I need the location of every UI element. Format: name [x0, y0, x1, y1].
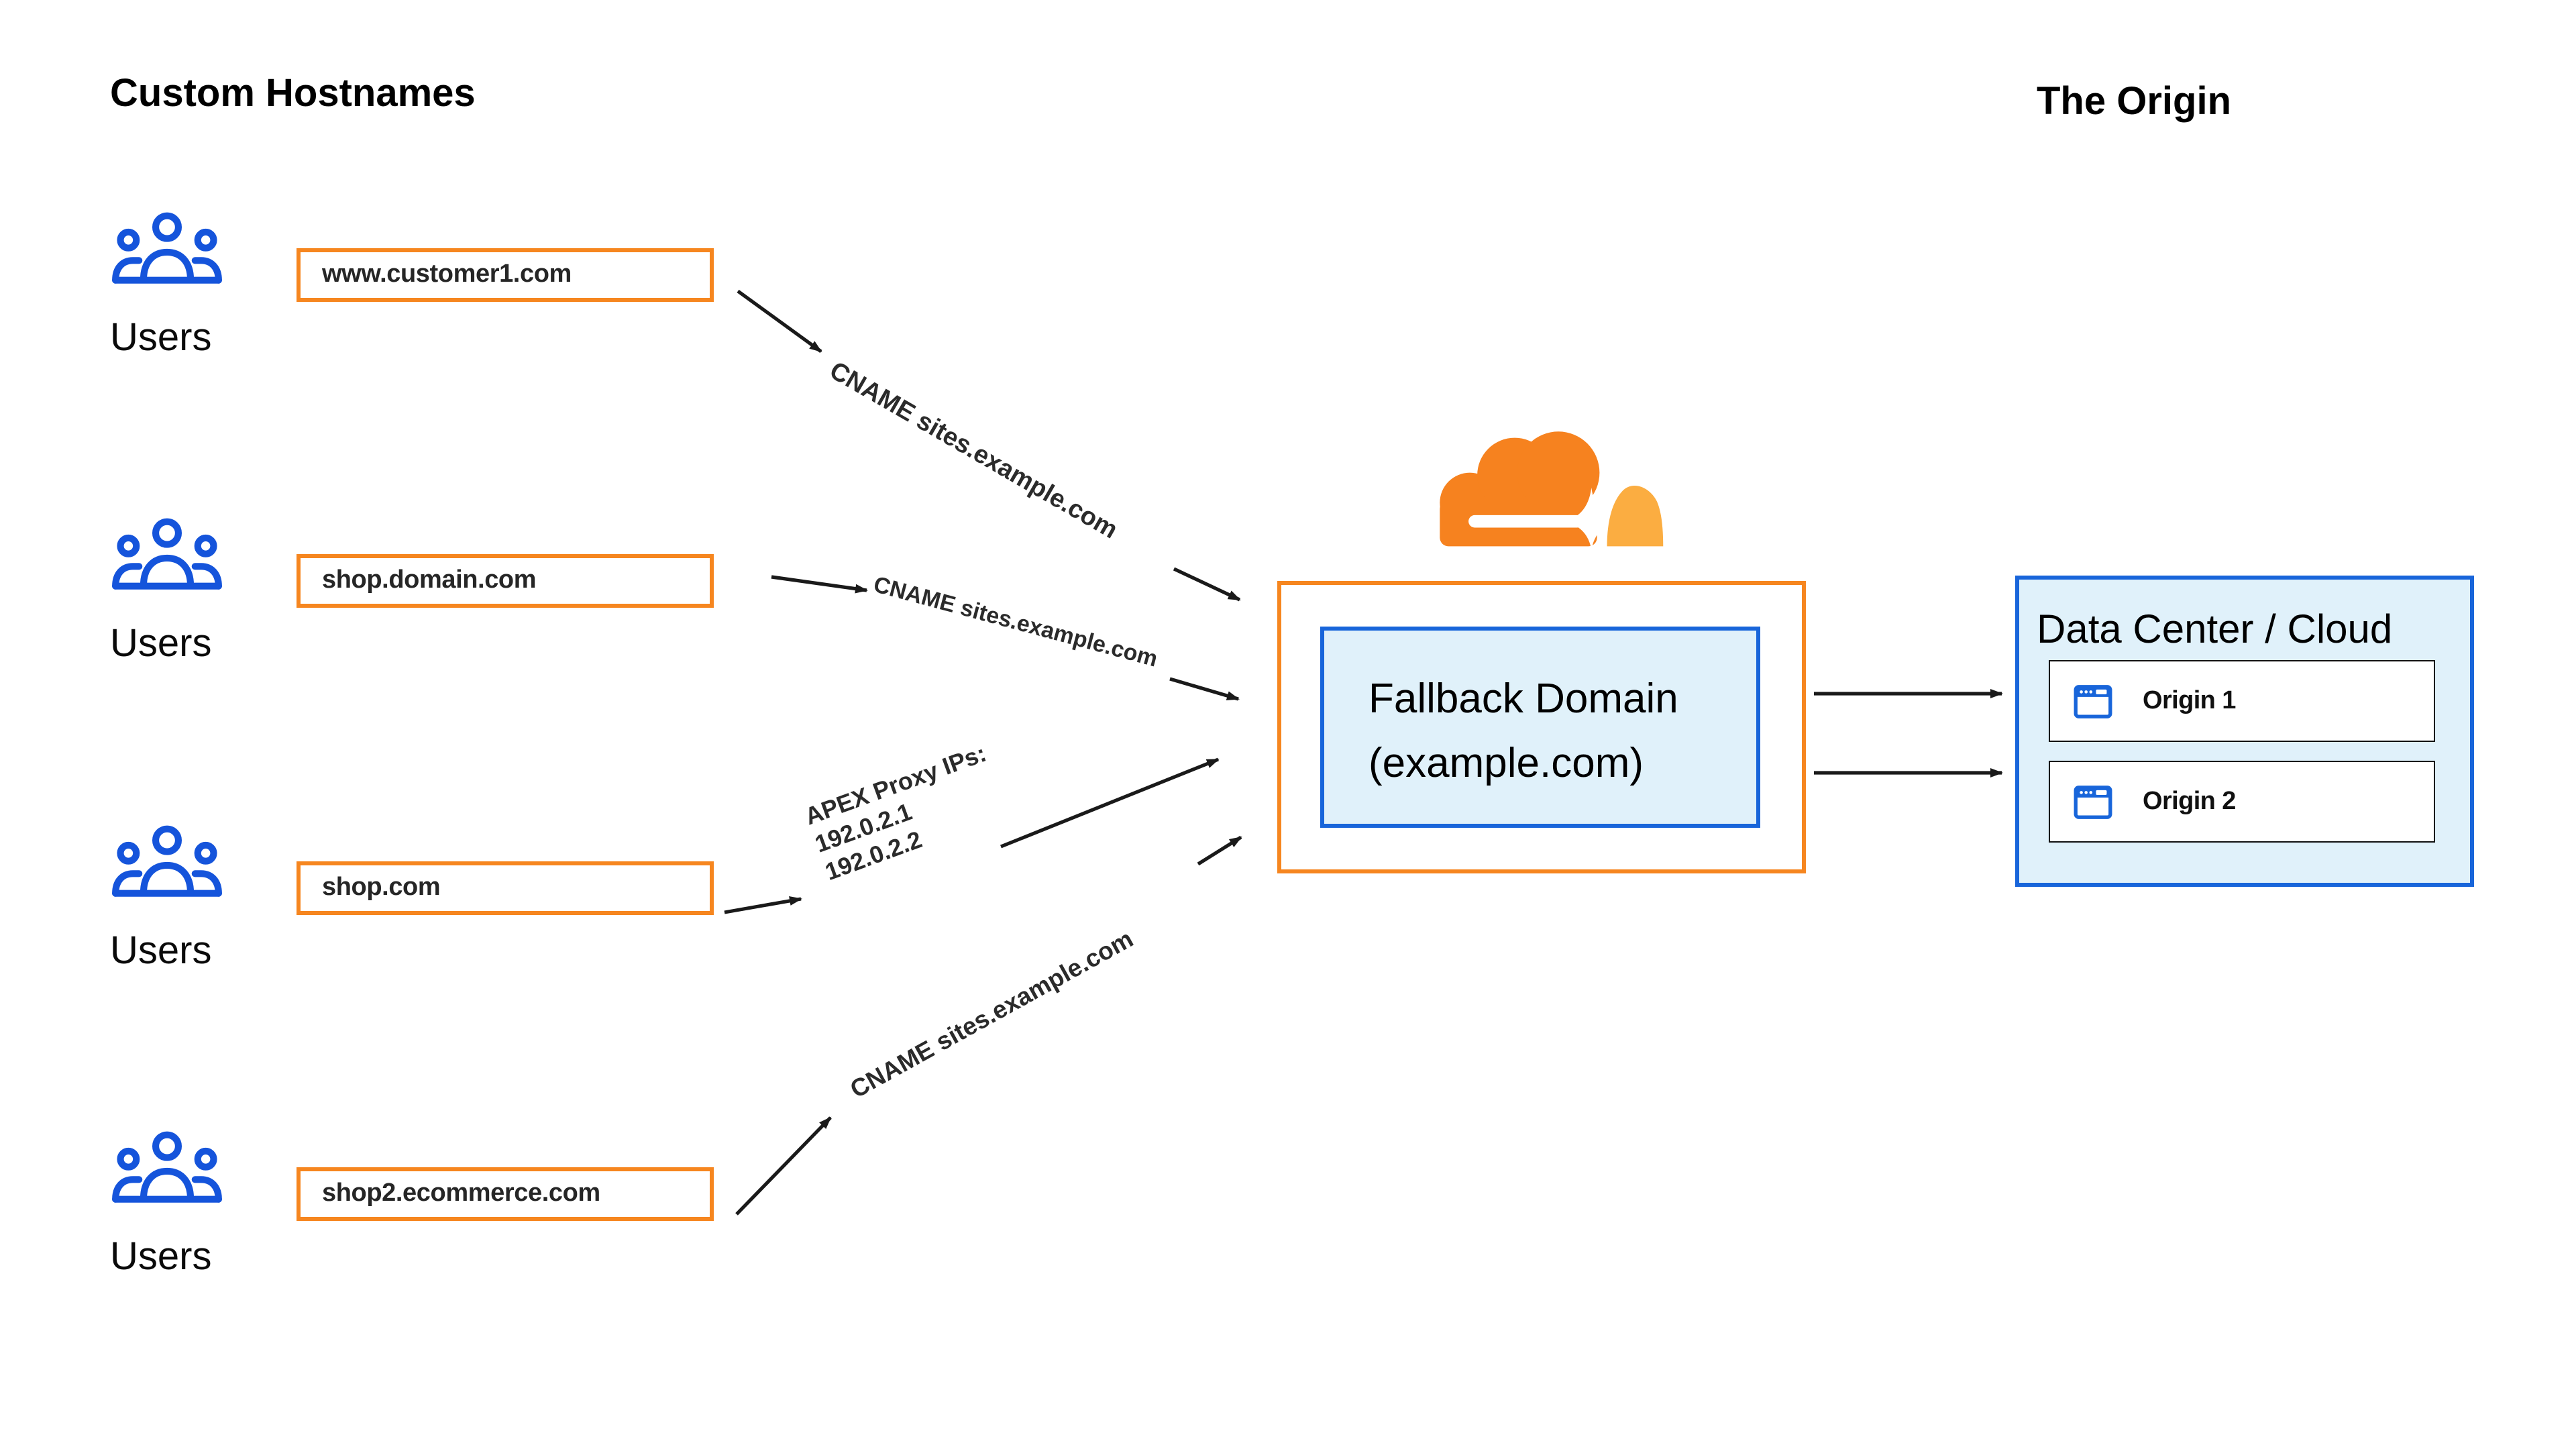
users-label: Users [110, 317, 212, 360]
arrow-host2-to-label [724, 896, 802, 914]
hostname-text: shop2.ecommerce.com [322, 1179, 600, 1208]
users-icon [112, 518, 222, 590]
users-icon [112, 212, 222, 284]
hostname-text: shop.com [322, 873, 441, 902]
arrow-host3-to-label [735, 1116, 832, 1216]
fallback-domain-example: (example.com) [1368, 739, 1644, 786]
hostname-box: shop.com [297, 861, 714, 915]
origin-server-label: Origin 2 [2143, 787, 2236, 815]
browser-window-icon [2074, 684, 2112, 718]
hostname-box: www.customer1.com [297, 248, 714, 302]
users-label: Users [110, 623, 212, 665]
origin-server-label: Origin 1 [2143, 686, 2236, 714]
users-label: Users [110, 930, 212, 973]
arrow-host1-to-label [771, 575, 868, 594]
users-icon [112, 825, 222, 897]
hostname-text: www.customer1.com [322, 260, 572, 288]
custom-hostnames-title: Custom Hostnames [110, 72, 476, 115]
hostname-box: shop2.ecommerce.com [297, 1167, 714, 1221]
users-label: Users [110, 1236, 212, 1279]
arrow-label0-to-fallback [1173, 567, 1241, 602]
fallback-domain-box: Fallback Domain (example.com) [1320, 627, 1760, 828]
arrow-label2-to-fallback [1000, 757, 1220, 849]
data-center-title: Data Center / Cloud [2037, 608, 2393, 652]
cloudflare-logo-icon [1440, 431, 1664, 550]
the-origin-title: The Origin [2037, 80, 2231, 123]
hostname-box: shop.domain.com [297, 554, 714, 608]
users-icon [112, 1131, 222, 1203]
arrow-label1-to-fallback [1169, 677, 1240, 701]
arrow-host0-to-label [737, 289, 822, 354]
browser-window-icon [2074, 785, 2112, 818]
origin-server-box: Origin 1 [2049, 660, 2435, 742]
arrow-label3-to-fallback [1197, 835, 1242, 866]
origin-server-box: Origin 2 [2049, 761, 2435, 843]
hostname-text: shop.domain.com [322, 566, 537, 594]
fallback-domain-name: Fallback Domain [1368, 675, 1678, 722]
